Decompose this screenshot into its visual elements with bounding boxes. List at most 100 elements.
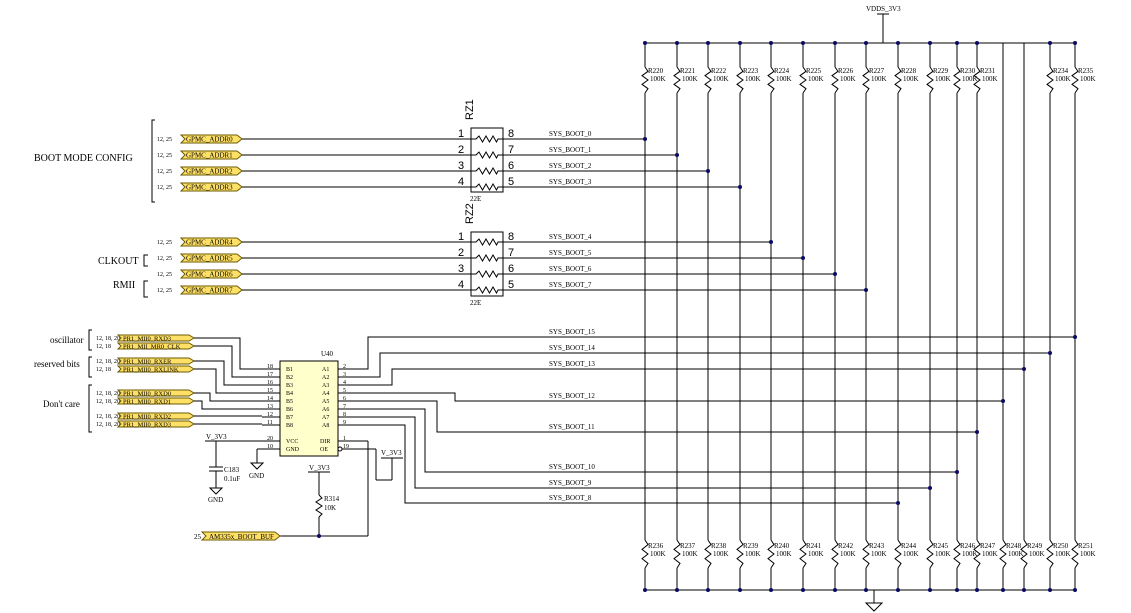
pr1-port-ref: 12, 18, 20: [96, 336, 120, 342]
boot-mode-config-label: BOOT MODE CONFIG: [34, 153, 133, 164]
pr1-port-ref: 12, 18, 20: [96, 422, 120, 428]
sys-boot-net-label: SYS_BOOT_5: [549, 249, 592, 257]
rz1-value: 22E: [470, 195, 481, 203]
gpmc-port-ref: 12, 25: [157, 137, 172, 143]
rz-left-pin: 4: [458, 279, 464, 291]
boot-buf-port: [200, 531, 281, 541]
gpmc-port-label: GPMC_ADDR2: [186, 168, 233, 176]
dont-care-label: Don't care: [43, 399, 80, 409]
pulldown-resistor-value: 100K: [903, 550, 919, 558]
u40-vcc-pin-number: 20: [267, 436, 273, 442]
u40-a-pin-name: A7: [322, 415, 329, 421]
pullup-resistor-value: 100K: [840, 75, 856, 83]
u40-b-pin-name: B5: [286, 399, 293, 405]
pulldown-resistor-label: R244: [901, 542, 917, 550]
rz-right-pin: 8: [508, 231, 514, 243]
gpmc-port-label: GPMC_ADDR0: [186, 136, 233, 144]
rz-right-pin: 7: [508, 247, 514, 259]
pr1-port-ref: 12, 18: [96, 344, 111, 350]
pulldown-resistor-label: R245: [933, 542, 949, 550]
pullup-resistor-label: R227: [869, 67, 885, 75]
pr1-port-ref: 12, 18, 20: [96, 359, 120, 365]
pulldown-resistor-label: R250: [1053, 542, 1069, 550]
pulldown-resistor-value: 100K: [1029, 550, 1045, 558]
pulldown-resistor-value: 100K: [776, 550, 792, 558]
u40-a-pin-name: A6: [322, 407, 329, 413]
sys-boot-net-label: SYS_BOOT_8: [549, 494, 592, 502]
pr1-port-flag: [116, 342, 195, 350]
pullup-resistor-label: R223: [743, 67, 759, 75]
u40-nets: SYS_BOOT_15SYS_BOOT_14SYS_BOOT_13SYS_BOO…: [356, 328, 1077, 505]
gpmc-port-ref: 12, 25: [157, 169, 172, 175]
u40-b-pin-number: 12: [267, 412, 273, 418]
gpmc-port-label: GPMC_ADDR7: [186, 287, 233, 295]
pullup-resistor-label: R222: [711, 67, 727, 75]
pulldown-resistor-value: 100K: [1008, 550, 1024, 558]
gnd-label-c183: GND: [208, 496, 223, 504]
u40-gnd-pin-number: 10: [267, 444, 273, 450]
pullup-resistor-value: 100K: [903, 75, 919, 83]
u40-a-pin-number: 7: [343, 404, 346, 410]
rz-left-pin: 1: [458, 231, 464, 243]
pulldown-resistor-label: R240: [774, 542, 790, 550]
gpmc-port-ref: 12, 25: [157, 240, 172, 246]
u40-b-pin-name: B3: [286, 383, 293, 389]
u40-dir-pin-name: DIR: [320, 439, 330, 445]
gpmc-port-ref: 12, 25: [157, 288, 172, 294]
clkout-label: CLKOUT: [98, 256, 139, 267]
sys-boot-net-label: SYS_BOOT_7: [549, 281, 592, 289]
gpmc-port-flag: [179, 150, 243, 160]
pullup-resistor-label: R230: [960, 67, 976, 75]
pr1-port-flag: [116, 357, 195, 365]
u40-b-pin-number: 17: [267, 372, 273, 378]
u40-a-pin-name: A8: [322, 423, 329, 429]
r314-value: 10K: [324, 504, 336, 512]
rz-left-pin: 3: [458, 160, 464, 172]
pulldown-resistor-label: R251: [1078, 542, 1094, 550]
u40-a-pin-name: A5: [322, 399, 329, 405]
pulldown-resistor-label: R238: [711, 542, 727, 550]
sys-boot-net-label: SYS_BOOT_4: [549, 233, 592, 241]
gpmc-port-ref: 12, 25: [157, 185, 172, 191]
pullup-resistor-label: R231: [980, 67, 996, 75]
u40-b-pin-name: B7: [286, 415, 293, 421]
pullup-resistor-label: R225: [806, 67, 822, 75]
pullup-resistor-value: 100K: [935, 75, 951, 83]
pulldown-resistor-label: R249: [1027, 542, 1043, 550]
pulldown-resistor-value: 100K: [745, 550, 761, 558]
u40-b-pin-number: 15: [267, 388, 273, 394]
rz-right-pin: 6: [508, 160, 514, 172]
pullup-resistor-label: R235: [1078, 67, 1094, 75]
rz1-label: RZ1: [464, 99, 476, 120]
gpmc-port-flag: [179, 182, 243, 192]
u40-a-pin-number: 9: [343, 420, 346, 426]
pr1-port-flag: [116, 334, 195, 342]
pulldown-resistor-label: R248: [1006, 542, 1022, 550]
c183-label: C183: [224, 466, 240, 474]
pr1-port-label: PR1_MII0_RXD3: [123, 336, 171, 343]
gnd-label-u40: GND: [249, 472, 264, 480]
u40-vcc-pin-name: VCC: [286, 439, 298, 445]
gpmc-port-flag: [179, 166, 243, 176]
gpmc-port-label: GPMC_ADDR6: [186, 271, 233, 279]
v3v3-label-r314: V_3V3: [309, 464, 330, 472]
u40-a-pin-number: 5: [343, 388, 346, 394]
u40-buffer-chip: U40: [279, 350, 339, 457]
u40-b-pin-name: B8: [286, 423, 293, 429]
u40-b-pin-number: 14: [267, 396, 273, 402]
pulldown-resistor-value: 100K: [1080, 550, 1096, 558]
pr1-port-flag: [116, 420, 195, 428]
u40-b-pin-name: B4: [286, 391, 293, 397]
pullup-resistor-value: 100K: [808, 75, 824, 83]
pulldown-resistor-value: 100K: [1055, 550, 1071, 558]
sys-boot-net-label: SYS_BOOT_10: [549, 463, 595, 471]
gpmc-port-label: GPMC_ADDR3: [186, 184, 233, 192]
pulldown-resistor-value: 100K: [713, 550, 729, 558]
rz-left-pin: 2: [458, 247, 464, 259]
sys-boot-net-label: SYS_BOOT_6: [549, 265, 592, 273]
pullup-resistor-label: R221: [680, 67, 696, 75]
pullup-resistor-label: R234: [1053, 67, 1069, 75]
pullup-resistor-value: 100K: [745, 75, 761, 83]
